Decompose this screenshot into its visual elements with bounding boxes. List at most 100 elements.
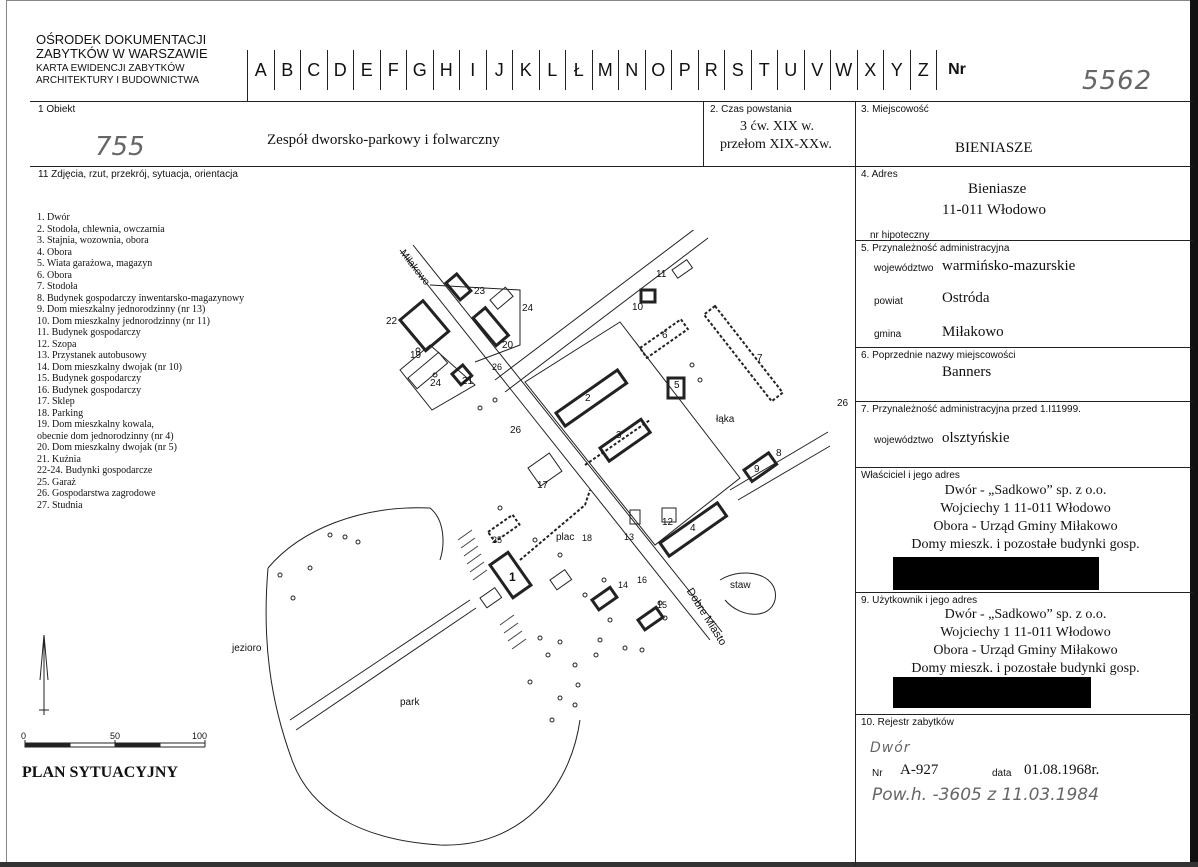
county-label: powiat (874, 296, 903, 307)
map-label-26: 26 (492, 362, 503, 372)
legend-item: obecnie dom jednorodzinny (nr 4) (37, 430, 174, 442)
building-15 (635, 605, 665, 632)
building-13 (629, 509, 641, 525)
letter: D (326, 50, 354, 90)
building-legend: 1. Dwór 2. Stodoła, chlewnia, owczarnia … (37, 212, 244, 511)
legend-item: 9. Dom mieszkalny jednorodzinny (nr 13) (37, 304, 206, 315)
legend-item: 25. Garaż (37, 476, 76, 488)
building-4 (657, 500, 729, 559)
voivodeship-value: warmińsko-mazurskie (942, 258, 1076, 274)
card-line-1: KARTA EWIDENCJI ZABYTKÓW (36, 63, 185, 74)
alley (295, 607, 477, 731)
site-plan (265, 230, 831, 846)
north-arrow-icon (39, 634, 49, 715)
building-number: 2 (585, 393, 591, 404)
building-number: 6 (662, 330, 668, 341)
building-17 (527, 452, 563, 487)
building-number: 4 (690, 523, 696, 534)
field-3-label: 3. Miejscowość (861, 104, 929, 115)
mortgage-number-label: nr hipoteczny (870, 230, 930, 241)
legend-item: 14. Dom mieszkalny dwojak (nr 10) (37, 361, 182, 373)
owner-block: Dwór - „Sadkowo” sp. z o.o. Wojciechy 1 … (858, 482, 1193, 554)
building-number: 19 (410, 350, 422, 361)
letter-index: A B C D E F G H I J K L Ł M N O P R S T … (247, 50, 977, 90)
building-19 (397, 298, 451, 353)
letter: H (432, 50, 460, 90)
field-4-label: 4. Adres (861, 169, 898, 180)
legend-item: 17. Sklep (37, 396, 75, 407)
legend-item: 20. Dom mieszkalny dwojak (nr 5) (37, 442, 177, 453)
letter: G (406, 50, 433, 90)
card-line-2: ARCHITEKTURY I BUDOWNICTWA (36, 75, 200, 86)
scale-label-0: 0 (21, 731, 27, 741)
map-label-laka: łąka (716, 414, 735, 425)
user-line-2: Wojciechy 1 11-011 Włodowo (940, 625, 1111, 640)
letter: T (750, 50, 778, 90)
plot-boundary (399, 344, 476, 411)
north-arrow-and-scale (24, 634, 206, 748)
building-number: 23 (474, 286, 486, 297)
legend-item: 22-24. Budynki gospodarcze (37, 465, 153, 476)
building-18 (549, 568, 573, 591)
user-block: Dwór - „Sadkowo” sp. z o.o. Wojciechy 1 … (858, 606, 1193, 678)
commune-value: Miłakowo (942, 324, 1004, 340)
field-5-label: 5. Przynależność administracyjna (861, 243, 1010, 254)
handwritten-object-number: 755 (95, 132, 145, 162)
legend-item: 3. Stajnia, wozownia, obora (37, 235, 149, 246)
building-number: 10 (632, 302, 644, 313)
building-number: 7 (757, 353, 763, 364)
building-number: 21 (462, 376, 474, 387)
building-number: 22 (386, 316, 398, 327)
building-6 (638, 317, 690, 360)
field-1-label: 1 Obiekt (38, 104, 76, 115)
pond-outline (719, 572, 776, 615)
letter: W (830, 50, 857, 90)
building-number: 3 (616, 430, 622, 441)
letter: X (856, 50, 884, 90)
plan-title: PLAN SYTUACYJNY (22, 764, 179, 781)
scale-label-100: 100 (192, 731, 208, 741)
building-number: 25 (492, 535, 503, 545)
letter: M (591, 50, 619, 90)
register-number-value: A-927 (900, 762, 939, 778)
handwritten-card-number: 5562 (1082, 66, 1153, 96)
field-2-label: 2. Czas powstania (710, 104, 792, 115)
east-road (729, 431, 829, 491)
building-number: 12 (662, 517, 674, 528)
building-20 (470, 305, 511, 348)
register-number-label: Nr (872, 768, 883, 779)
building-7 (702, 304, 785, 403)
legend-item: 11. Budynek gospodarczy (37, 327, 141, 338)
register-date-value: 01.08.1968r. (1024, 762, 1100, 778)
redaction-bar (893, 557, 1099, 590)
building-number: 1 (509, 570, 516, 584)
letter: C (300, 50, 327, 90)
legend-item: 18. Parking (37, 407, 84, 419)
plot-boundary (429, 284, 521, 363)
org-line-1: OŚRODEK DOKUMENTACJI (36, 32, 207, 47)
letter: I (459, 50, 486, 90)
letter: N (618, 50, 645, 90)
county-value: Ostróda (942, 290, 990, 306)
legend-item: 12. Szopa (37, 338, 77, 350)
field-6-label: 6. Poprzednie nazwy miejscowości (861, 350, 1016, 361)
letter: R (697, 50, 725, 90)
building-number: 14 (618, 580, 629, 590)
address-line-2: 11-011 Włodowo (942, 202, 1047, 218)
building-12 (661, 507, 677, 523)
fence-dashed (519, 489, 591, 561)
building-number: 9 (754, 464, 760, 475)
owner-line-4: Domy mieszk. i pozostałe budynki gosp. (911, 537, 1140, 552)
building-11 (671, 258, 694, 279)
building-number: 11 (656, 269, 667, 280)
yard-boundary (524, 321, 741, 546)
main-road (412, 244, 723, 633)
building-number: 16 (637, 575, 648, 585)
locality-name: BIENIASZE (955, 140, 1033, 156)
map-label-staw: staw (730, 580, 751, 591)
building-2 (553, 367, 629, 429)
map-label-26: 26 (510, 425, 522, 436)
building-number: 24 (522, 303, 534, 314)
scale-label-50: 50 (110, 731, 121, 741)
building-10 (639, 288, 657, 304)
